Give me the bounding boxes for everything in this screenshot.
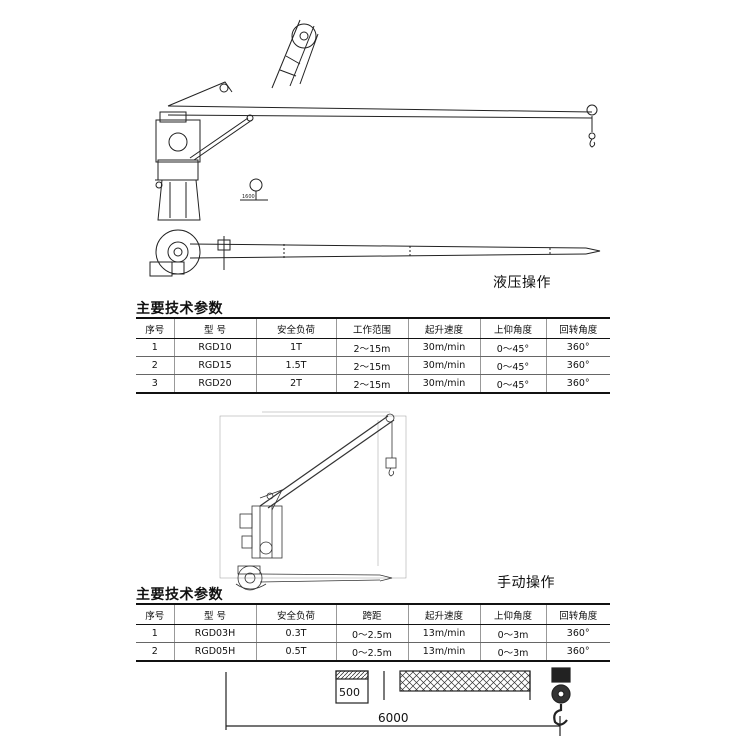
hydraulic-section-title: 主要技术参数 [136,301,223,317]
table-header-row: 序号 型 号 安全负荷 跨距 起升速度 上仰角度 回转角度 [136,603,610,625]
table-row: 1 RGD10 1T 2～15m 30m/min 0～45° 360° [136,338,610,357]
header-cell: 上仰角度 [479,317,546,339]
table-cell: 30m/min [407,338,480,357]
table-cell: 0.3T [255,624,336,643]
table-cell: 360° [545,338,610,357]
table-cell: 0～45° [479,356,546,375]
table-cell: 3 [136,374,174,394]
table-cell: 0～3m [479,642,546,662]
header-cell: 安全负荷 [255,603,336,625]
table-cell: 1 [136,624,174,643]
table-cell: RGD05H [173,642,256,662]
manual-section-title: 主要技术参数 [136,587,223,603]
header-cell: 型 号 [173,603,256,625]
table-cell: 2 [136,642,174,662]
table-cell: 1T [255,338,336,357]
manual-caption: 手动操作 [497,575,555,591]
table-cell: 1 [136,338,174,357]
table-cell: 0～2.5m [335,642,408,662]
header-cell: 序号 [136,603,174,625]
table-cell: RGD10 [173,338,256,357]
table-cell: 360° [545,356,610,375]
table-cell: 30m/min [407,374,480,394]
table-cell: RGD20 [173,374,256,394]
header-cell: 安全负荷 [255,317,336,339]
table-cell: 0～45° [479,374,546,394]
table-row: 3 RGD20 2T 2～15m 30m/min 0～45° 360° [136,374,610,394]
table-cell: 0～45° [479,338,546,357]
dimension-500-label: 500 [339,686,360,699]
table-cell: RGD15 [173,356,256,375]
header-cell: 回转角度 [545,317,610,339]
table-cell: 2T [255,374,336,394]
table-cell: 30m/min [407,356,480,375]
svg-text:1600: 1600 [242,194,255,200]
header-cell: 上仰角度 [479,603,546,625]
header-cell: 起升速度 [407,603,480,625]
manual-spec-table: 序号 型 号 安全负荷 跨距 起升速度 上仰角度 回转角度 1 RGD03H 0… [136,603,610,662]
table-header-row: 序号 型 号 安全负荷 工作范围 起升速度 上仰角度 回转角度 [136,317,610,339]
table-cell: 2～15m [335,356,408,375]
table-cell: 360° [545,624,610,643]
dimension-6000-label: 6000 [378,711,409,725]
table-cell: 0.5T [255,642,336,662]
table-cell: 360° [545,374,610,394]
table-row: 1 RGD03H 0.3T 0～2.5m 13m/min 0～3m 360° [136,624,610,643]
header-cell: 工作范围 [335,317,408,339]
table-cell: 0～2.5m [335,624,408,643]
table-cell: 2 [136,356,174,375]
hydraulic-caption: 液压操作 [493,275,551,291]
header-cell: 回转角度 [545,603,610,625]
table-cell: 13m/min [407,624,480,643]
hydraulic-spec-table: 序号 型 号 安全负荷 工作范围 起升速度 上仰角度 回转角度 1 RGD10 … [136,317,610,394]
table-cell: 360° [545,642,610,662]
table-row: 2 RGD05H 0.5T 0～2.5m 13m/min 0～3m 360° [136,642,610,662]
table-cell: 2～15m [335,338,408,357]
table-cell: 13m/min [407,642,480,662]
header-cell: 跨距 [335,603,408,625]
table-cell: RGD03H [173,624,256,643]
table-cell: 0～3m [479,624,546,643]
table-cell: 1.5T [255,356,336,375]
table-cell: 2～15m [335,374,408,394]
header-cell: 起升速度 [407,317,480,339]
header-cell: 型 号 [173,317,256,339]
header-cell: 序号 [136,317,174,339]
table-row: 2 RGD15 1.5T 2～15m 30m/min 0～45° 360° [136,356,610,375]
